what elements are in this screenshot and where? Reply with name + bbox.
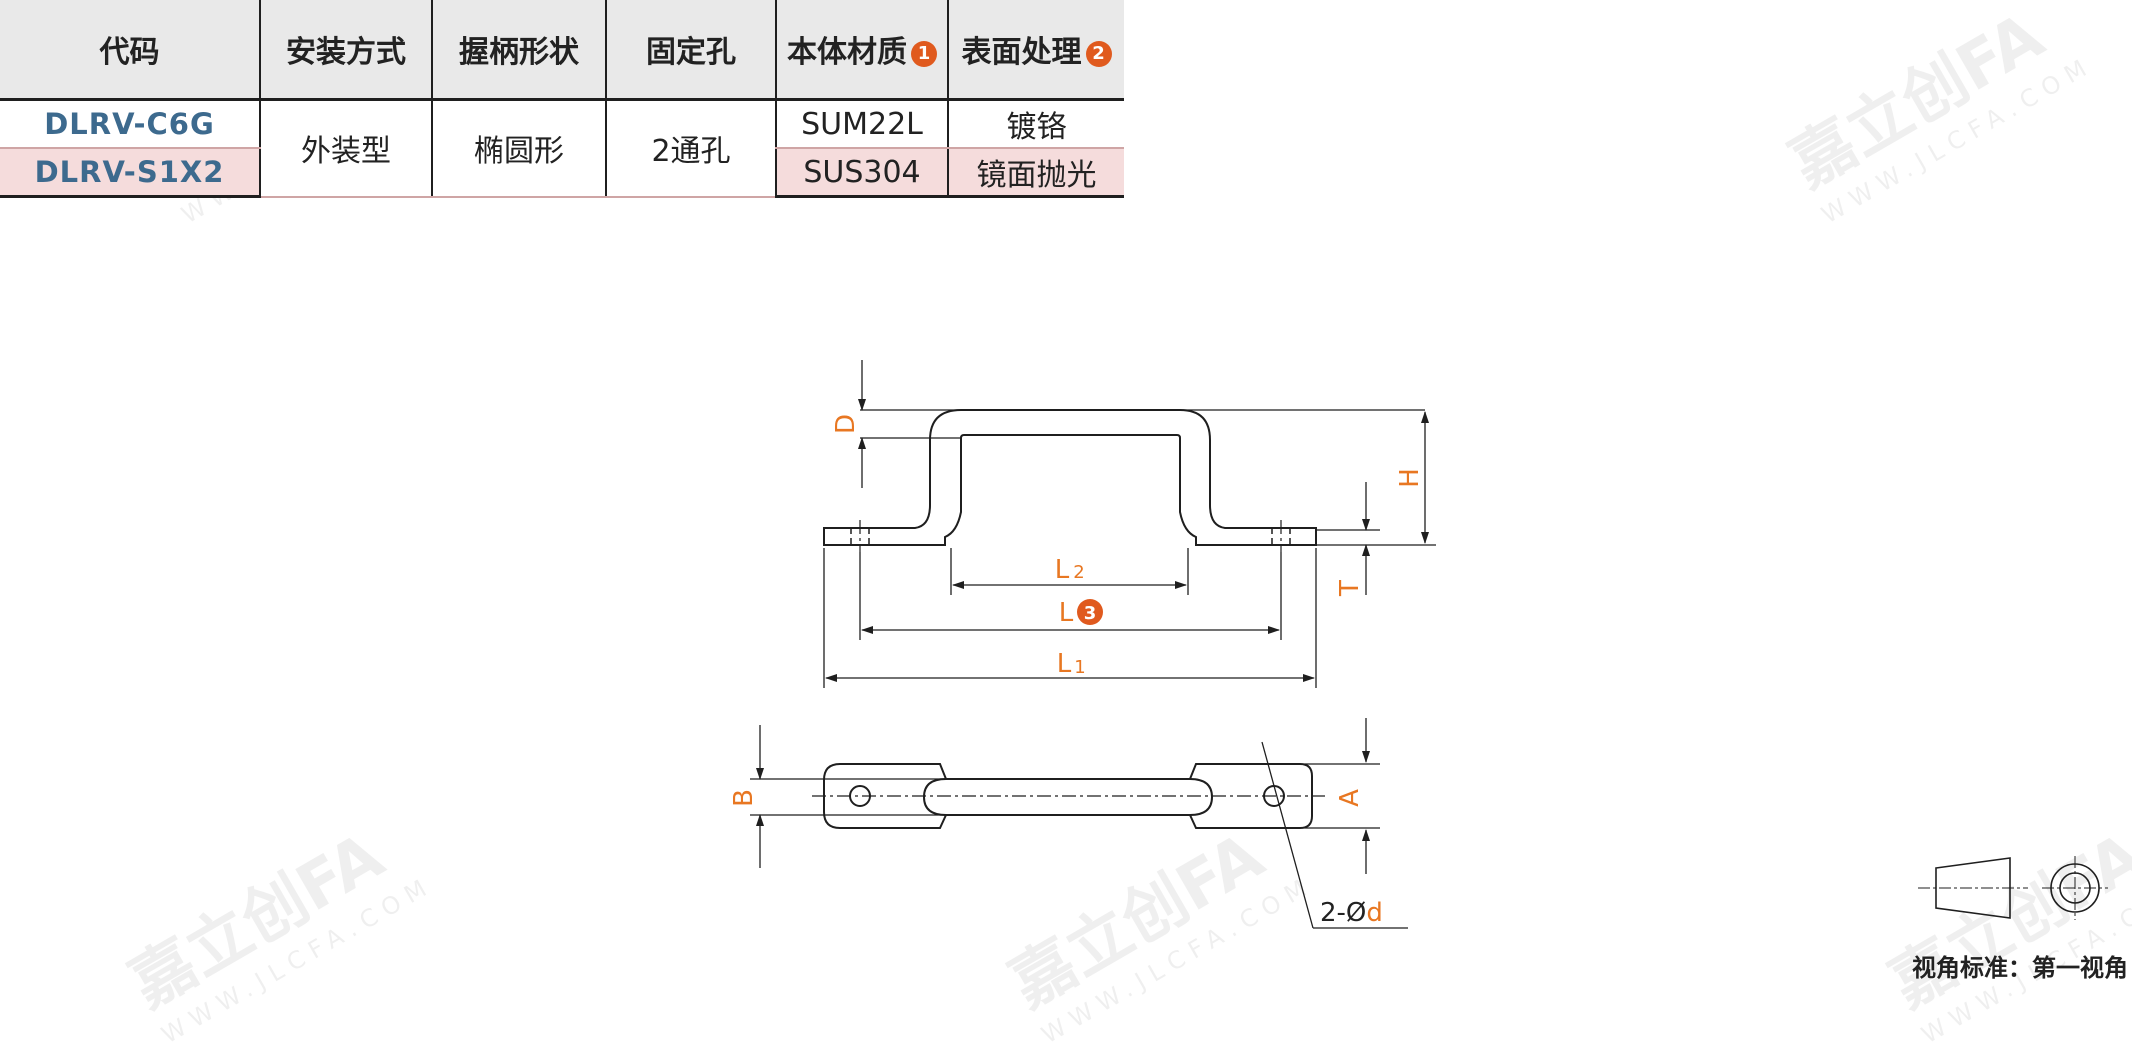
hole-spec: 2-Ød — [1320, 898, 1383, 928]
code-cell: DLRV-S1X2 — [0, 148, 260, 198]
note-badge: 1 — [911, 41, 937, 67]
front-labels: D H T L 2 L 3 L 1 — [831, 414, 1425, 679]
dim-l2-label: L — [1055, 555, 1070, 585]
header-code: 代码 — [0, 0, 260, 101]
table-row: DLRV-C6G 外装型 椭圆形 2通孔 SUM22L 镀铬 — [0, 99, 1124, 198]
projection-label: 视角标准：第一视角 — [1912, 954, 2128, 982]
note-badge-3-text: 3 — [1084, 603, 1097, 624]
dim-l2-sub: 2 — [1073, 562, 1084, 583]
header-holes: 固定孔 — [605, 0, 776, 101]
material-cell: SUS304 — [775, 148, 948, 198]
install-cell: 外装型 — [259, 99, 432, 198]
header-shape: 握柄形状 — [431, 0, 606, 101]
table-row: DLRV-S1X2 SUS304 镜面抛光 — [0, 148, 1124, 198]
shape-cell: 椭圆形 — [431, 99, 606, 198]
dim-t-label: T — [1335, 580, 1365, 597]
top-dimensions — [750, 718, 1408, 929]
top-view — [812, 763, 1325, 829]
note-badge-3 — [1077, 599, 1103, 625]
dim-h-label: H — [1395, 468, 1425, 488]
front-view — [823, 409, 1317, 552]
technical-drawing: D H T L 2 L 3 L 1 B A — [729, 360, 2108, 929]
dim-d-label: D — [831, 414, 861, 434]
dim-b-label: B — [729, 789, 759, 807]
code-cell: DLRV-C6G — [0, 99, 260, 149]
top-labels: B A 2-Ød — [729, 789, 1383, 928]
dim-l-label: L — [1059, 598, 1074, 628]
handle-outline — [823, 409, 1317, 546]
grip-edge-right — [1189, 778, 1214, 816]
dim-l1-label: L — [1057, 649, 1072, 679]
grip-edge-left — [922, 778, 947, 816]
projection-cone — [1935, 857, 2011, 919]
hole-centerlines — [859, 520, 1282, 552]
hidden-hole-lines — [850, 528, 1291, 545]
finish-cell: 镀铬 — [947, 99, 1124, 149]
projection-symbol — [1918, 856, 2108, 920]
front-dimensions — [823, 360, 1436, 688]
header-install: 安装方式 — [259, 0, 432, 101]
dim-a-label: A — [1335, 789, 1365, 807]
holes-cell: 2通孔 — [605, 99, 776, 198]
finish-cell: 镜面抛光 — [947, 148, 1124, 198]
dim-l1-sub: 1 — [1074, 657, 1085, 678]
note-badge: 2 — [1085, 41, 1112, 67]
material-cell: SUM22L — [775, 99, 948, 149]
